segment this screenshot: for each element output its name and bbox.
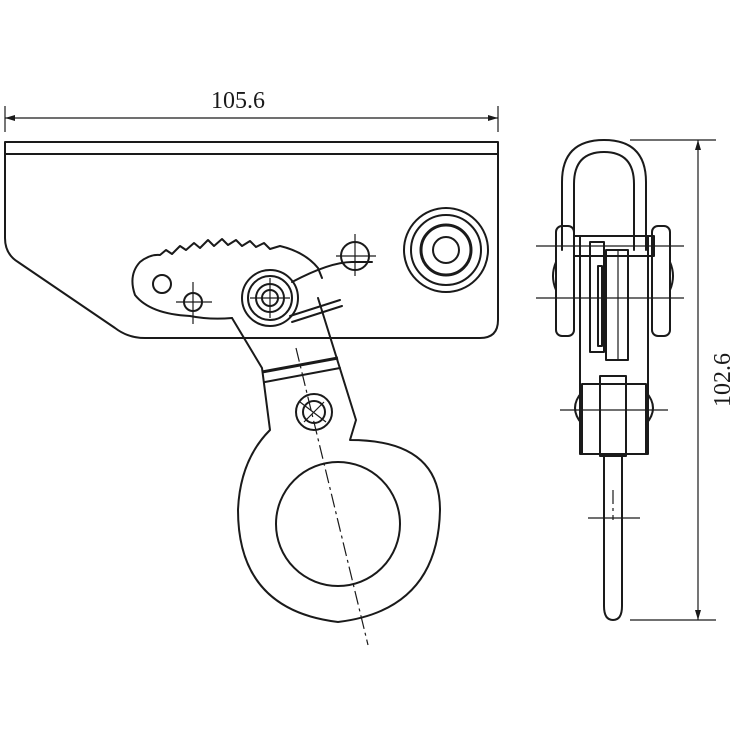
width-dimension-label: 105.6 (211, 88, 265, 114)
height-dimension: 102.6 (630, 139, 736, 621)
torsion-spring (241, 261, 373, 327)
lower-block (560, 375, 668, 457)
height-dimension-label: 102.6 (710, 353, 736, 407)
swing-arm (231, 297, 441, 623)
front-view: 105.6 (4, 88, 499, 646)
u-shackle (561, 139, 647, 251)
small-pin-left (176, 282, 212, 324)
toothed-cam (131, 238, 323, 320)
pivot-pin (250, 278, 290, 318)
arm-centerline (295, 347, 369, 646)
width-dimension: 105.6 (4, 88, 499, 132)
roller-wheel (403, 207, 489, 293)
main-plate (4, 141, 499, 339)
side-view: 102.6 (536, 139, 736, 621)
rod (588, 455, 640, 621)
side-body (536, 225, 684, 455)
small-pin-top (336, 234, 376, 276)
